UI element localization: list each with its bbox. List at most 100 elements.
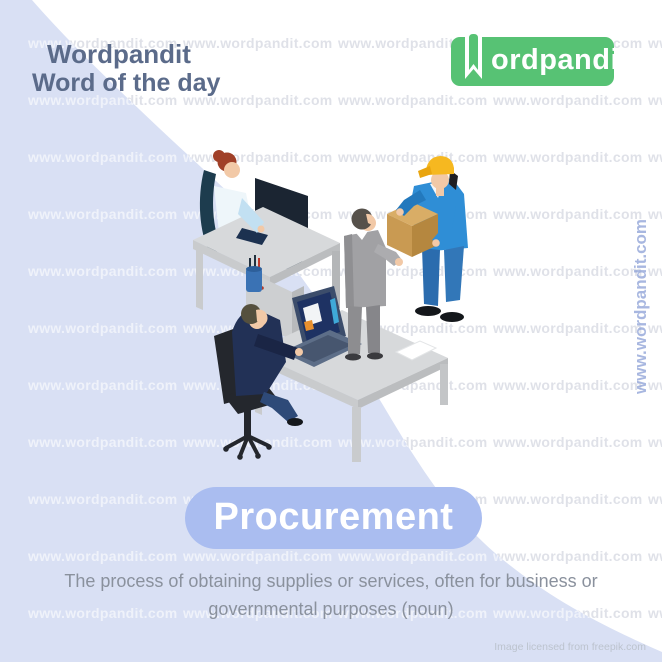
watermark-text: www.wordpandit.com bbox=[183, 206, 333, 222]
watermark-text: www.wordpandit.com bbox=[338, 377, 488, 393]
watermark-text: www.wordpandit.com bbox=[183, 263, 333, 279]
watermark-text: www.wordpandit.com bbox=[338, 434, 488, 450]
watermark-text: www.wordpandit.com bbox=[338, 263, 488, 279]
watermark-text: www.wordpandit.com bbox=[493, 206, 643, 222]
watermark-text: www.wordpandit.com bbox=[648, 92, 662, 108]
watermark-text: www.wordpandit.com bbox=[493, 434, 643, 450]
watermark-text: www.wordpandit.com bbox=[648, 548, 660, 564]
watermark-text: www.wordpandit.com bbox=[493, 263, 643, 279]
handoff-arms bbox=[374, 190, 456, 266]
watermark-text: www.wordpandit.com bbox=[28, 434, 178, 450]
watermark-text: www.wordpandit.com bbox=[648, 149, 660, 165]
delivery-worker bbox=[410, 156, 468, 322]
man-at-laptop bbox=[214, 304, 303, 460]
watermark-text: www.wordpandit.com bbox=[183, 206, 333, 222]
watermark-text: www.wordpandit.com bbox=[338, 149, 488, 165]
watermark-text: www.wordpandit.com bbox=[183, 377, 333, 393]
reception-desk bbox=[193, 178, 340, 352]
watermark-text: www.wordpandit.com bbox=[493, 434, 643, 450]
watermark-text: www.wordpandit.com bbox=[493, 206, 643, 222]
watermark-text: www.wordpandit.com bbox=[28, 206, 178, 222]
watermark-text: www.wordpandit.com bbox=[493, 149, 643, 165]
watermark-text: www.wordpandit.com bbox=[338, 377, 488, 393]
cardboard-box-icon bbox=[387, 202, 438, 257]
watermark-text: www.wordpandit.com bbox=[28, 149, 178, 165]
watermark-text: www.wordpandit.com bbox=[338, 92, 488, 108]
page-subtitle: Word of the day bbox=[32, 69, 221, 98]
watermark-text: www.wordpandit.com bbox=[28, 491, 178, 507]
watermark-text: www.wordpandit.com bbox=[493, 377, 643, 393]
man-in-gray-suit bbox=[344, 208, 386, 361]
watermark-text: www.wordpandit.com bbox=[183, 434, 333, 450]
watermark-text: www.wordpandit.com bbox=[28, 434, 178, 450]
watermark-text: www.wordpandit.com bbox=[183, 149, 333, 165]
watermark-text: www.wordpandit.com bbox=[338, 263, 488, 279]
watermark-text: www.wordpandit.com bbox=[28, 548, 178, 564]
watermark-text: www.wordpandit.com bbox=[493, 548, 643, 564]
watermark-text: www.wordpandit.com bbox=[338, 434, 488, 450]
watermark-text: www.wordpandit.com bbox=[183, 548, 333, 564]
vertical-watermark: www.wordpandit.com bbox=[631, 218, 650, 394]
watermark-text: www.wordpandit.com bbox=[183, 149, 333, 165]
watermark-text: www.wordpandit.com bbox=[338, 206, 488, 222]
watermark-text: www.wordpandit.com bbox=[648, 434, 660, 450]
watermark-text: www.wordpandit.com bbox=[648, 92, 660, 108]
brand-title: Wordpandit bbox=[47, 39, 191, 69]
watermark-text: www.wordpandit.com bbox=[338, 548, 488, 564]
header: Wordpandit Word of the day bbox=[32, 39, 221, 98]
watermark-text: www.wordpandit.com bbox=[28, 263, 178, 279]
watermark-text: www.wordpandit.com bbox=[338, 92, 488, 108]
watermark-text: www.wordpandit.com bbox=[493, 263, 643, 279]
watermark-text: www.wordpandit.com bbox=[338, 149, 488, 165]
watermark-text: www.wordpandit.com bbox=[28, 377, 178, 393]
watermark-text: www.wordpandit.com bbox=[493, 491, 643, 507]
chair-base bbox=[225, 434, 270, 457]
watermark-text: www.wordpandit.com bbox=[493, 491, 643, 507]
wordpandit-logo: ordpandit bbox=[451, 30, 629, 86]
pen-cup-icon bbox=[246, 255, 262, 292]
watermark-text: www.wordpandit.com bbox=[493, 149, 643, 165]
yellow-cap-icon bbox=[418, 156, 454, 178]
watermark-text: www.wordpandit.com bbox=[493, 320, 643, 336]
watermark-text: www.wordpandit.com bbox=[648, 35, 660, 51]
drawer-handle bbox=[260, 286, 264, 290]
watermark-text: www.wordpandit.com bbox=[183, 377, 333, 393]
paper-sheet bbox=[394, 340, 438, 361]
watermark-text: www.wordpandit.com bbox=[183, 320, 333, 336]
watermark-text: www.wordpandit.com bbox=[648, 548, 662, 564]
watermark-text: www.wordpandit.com bbox=[28, 149, 178, 165]
watermark-text: www.wordpandit.com bbox=[493, 548, 643, 564]
watermark-text: www.wordpandit.com bbox=[648, 434, 662, 450]
watermark-text: www.wordpandit.com bbox=[183, 548, 333, 564]
watermark-text: www.wordpandit.com bbox=[28, 206, 178, 222]
watermark-text: www.wordpandit.com bbox=[648, 491, 662, 507]
word-pill: Procurement bbox=[185, 487, 482, 549]
watermark-text: www.wordpandit.com bbox=[648, 35, 662, 51]
watermark-text: www.wordpandit.com bbox=[28, 548, 178, 564]
watermark-text: www.wordpandit.com bbox=[183, 263, 333, 279]
definition-text: The process of obtaining supplies or ser… bbox=[64, 571, 598, 619]
watermark-text: www.wordpandit.com bbox=[338, 320, 488, 336]
definition-block: The process of obtaining supplies or ser… bbox=[0, 567, 662, 623]
watermark-text: www.wordpandit.com bbox=[493, 377, 643, 393]
laptop-icon bbox=[282, 286, 362, 367]
laptop-desk bbox=[252, 286, 448, 462]
watermark-text: www.wordpandit.com bbox=[493, 92, 643, 108]
watermark-text: www.wordpandit.com bbox=[28, 263, 178, 279]
watermark-text: www.wordpandit.com bbox=[648, 149, 662, 165]
watermark-text: www.wordpandit.com bbox=[28, 320, 178, 336]
watermark-text: www.wordpandit.com bbox=[493, 320, 643, 336]
keyboard-icon bbox=[236, 228, 268, 245]
watermark-text: www.wordpandit.com bbox=[183, 320, 333, 336]
watermark-text: www.wordpandit.com bbox=[28, 491, 178, 507]
word-of-the-day: Procurement bbox=[213, 496, 454, 538]
watermark-text: www.wordpandit.com bbox=[648, 491, 660, 507]
bookmark-icon bbox=[465, 30, 482, 79]
watermark-text: www.wordpandit.com bbox=[183, 434, 333, 450]
watermark-text: www.wordpandit.com bbox=[28, 377, 178, 393]
watermark-text: www.wordpandit.com bbox=[493, 92, 643, 108]
